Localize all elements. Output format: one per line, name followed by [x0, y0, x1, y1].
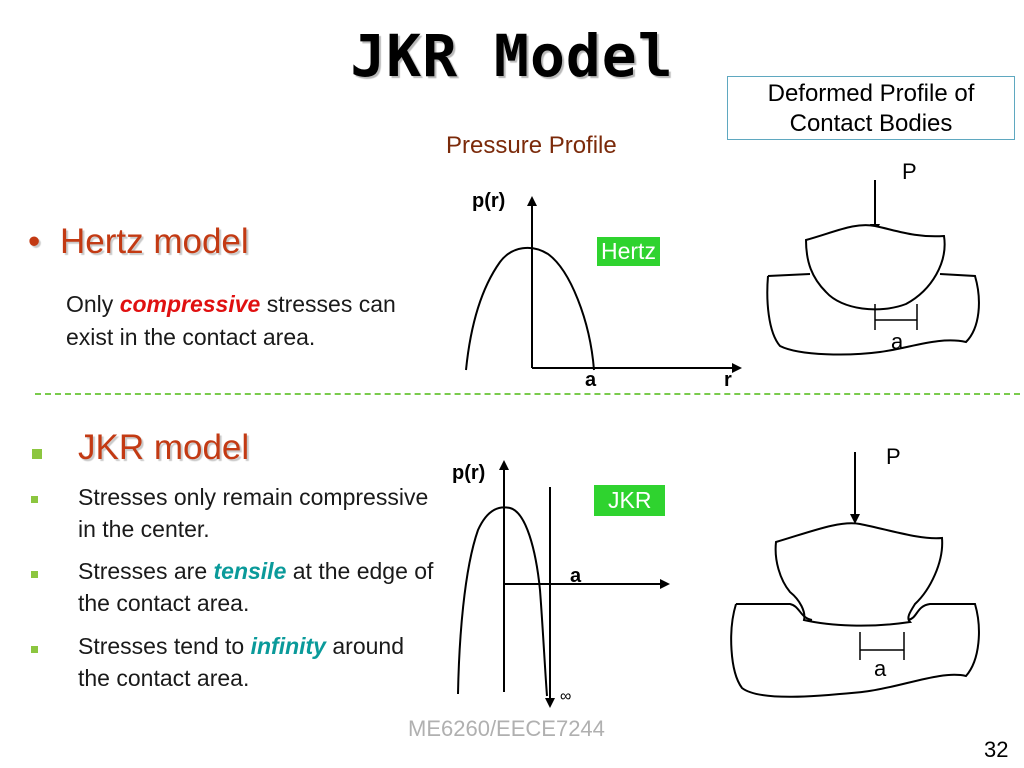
hertz-desc-part1: Only — [66, 291, 120, 317]
jkr-item-2: Stresses are tensile at the edge of the … — [78, 555, 438, 619]
hertz-axis-r-label: r — [724, 369, 732, 391]
hertz-upper-body — [804, 224, 946, 311]
hertz-axis-a-label: a — [585, 369, 597, 391]
hertz-heading: Hertz model — [60, 222, 249, 261]
jkr-item-3-post: around the contact area. — [78, 633, 404, 691]
page-number: 32 — [984, 737, 1009, 762]
jkr-bullet-square — [32, 449, 42, 459]
hertz-bullet: • — [28, 222, 41, 261]
hertz-pressure-curve — [465, 246, 595, 371]
hertz-heading-row: • Hertz model — [28, 222, 249, 262]
hertz-load-label: P — [902, 159, 917, 184]
jkr-infinity-label: ∞ — [560, 688, 572, 705]
jkr-pressure-curve — [457, 506, 548, 697]
hertz-contact-drawing — [766, 180, 980, 356]
slide-title: JKR Model — [350, 22, 674, 90]
hertz-tag: Hertz — [597, 237, 660, 266]
jkr-contact-a-label: a — [874, 656, 887, 681]
hertz-description: Only compressive stresses can exist in t… — [66, 288, 446, 354]
hertz-desc-highlight: compressive — [119, 291, 261, 317]
hertz-lower-body — [766, 273, 980, 356]
hertz-axis-y-label: p(r) — [472, 190, 506, 212]
course-footer: ME6260/EECE7244 — [408, 716, 605, 741]
jkr-upper-body — [774, 522, 944, 627]
hertz-contact-a-label: a — [891, 329, 904, 354]
jkr-tag: JKR — [594, 485, 666, 516]
jkr-lower-body — [730, 603, 980, 698]
jkr-item-bullet — [31, 646, 38, 653]
jkr-item-3: Stresses tend to infinity around the con… — [78, 630, 438, 694]
pressure-profile-label: Pressure Profile — [446, 132, 617, 159]
jkr-contact-drawing — [730, 452, 980, 698]
deformed-profile-label-line2: Contact Bodies — [789, 110, 953, 137]
jkr-item-2-highlight: tensile — [213, 558, 287, 584]
jkr-load-label: P — [886, 444, 901, 469]
deformed-profile-label-box: Deformed Profile of Contact Bodies — [727, 76, 1015, 140]
jkr-item-3-highlight: infinity — [250, 633, 326, 659]
jkr-item-2-post: at the edge of the contact area. — [78, 558, 434, 616]
hertz-pressure-plot — [465, 196, 742, 373]
jkr-item-2-pre: Stresses are — [78, 558, 214, 584]
hertz-desc-part2: stresses can exist in the contact area. — [66, 291, 396, 350]
jkr-pressure-plot — [457, 460, 670, 708]
jkr-heading: JKR model — [78, 428, 250, 467]
jkr-item-bullet — [31, 571, 38, 578]
jkr-axis-y-label: p(r) — [452, 462, 486, 484]
jkr-item-3-pre: Stresses tend to — [78, 633, 251, 659]
jkr-item-bullet — [31, 496, 38, 503]
deformed-profile-label-line1: Deformed Profile of — [767, 80, 975, 107]
jkr-item-1: Stresses only remain compressive in the … — [78, 481, 438, 545]
section-divider — [35, 393, 1020, 395]
jkr-item-1-text: Stresses only remain compressive in the … — [78, 484, 429, 542]
jkr-axis-a-label: a — [570, 565, 582, 587]
